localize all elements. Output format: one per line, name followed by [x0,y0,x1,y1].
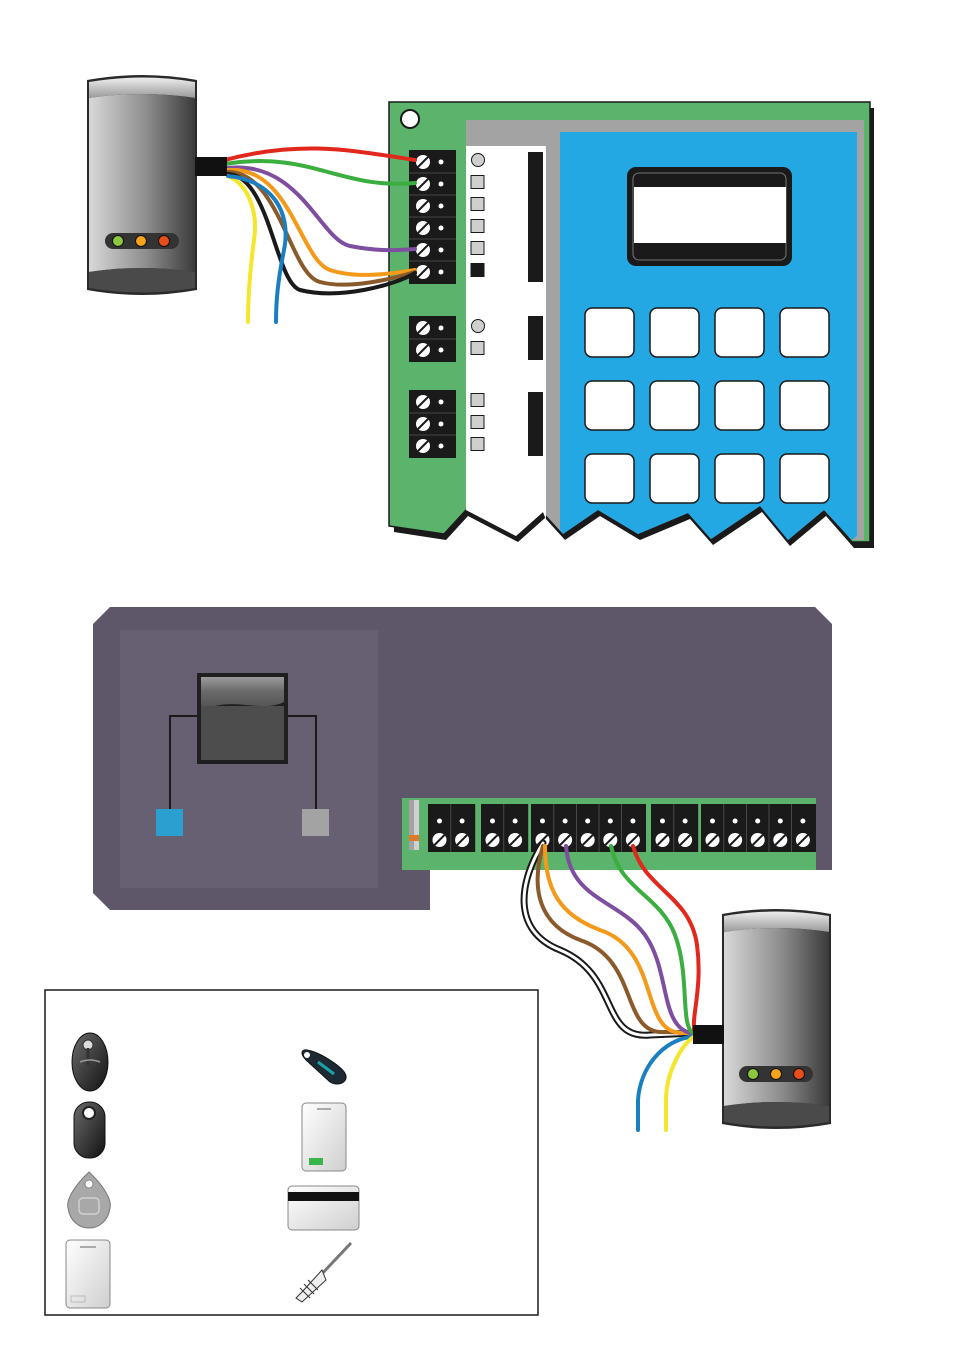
terminal-hole [660,819,665,824]
wire-red [633,846,699,1033]
terminal-hole [630,819,635,824]
keypad-key[interactable] [715,381,764,430]
terminal-hole [460,819,465,824]
bottom-terminal-blocks [428,804,816,852]
indicator-pad [471,176,484,189]
reader-cable-gland [195,157,227,176]
indicator-pad [471,438,484,451]
bottom-wires [524,843,699,1130]
wire-orange [545,846,695,1033]
keypad-key[interactable] [650,308,699,357]
legend-box [45,990,538,1315]
green-led [113,236,124,247]
terminal-hole [439,422,444,427]
keypad-key[interactable] [585,308,634,357]
terminal-hole [439,182,444,187]
terminal-hole [608,819,613,824]
terminal-hole [490,819,495,824]
header-bar-1 [528,152,543,282]
keypad-key[interactable] [650,381,699,430]
indicator-pad [471,264,484,277]
slim-fob-icon [74,1102,105,1158]
top-card-reader [87,75,227,295]
reader-cable-gland [693,1025,724,1044]
terminal-hole [439,326,444,331]
header-bar-3 [528,392,543,456]
terminal-hole [513,819,518,824]
terminal-hole [439,204,444,209]
lcd-screen [634,187,786,243]
terminal-hole [778,819,783,824]
keypad-key[interactable] [585,381,634,430]
bottom-card-reader [693,909,831,1129]
keypad-key[interactable] [780,308,829,357]
credentials-legend [45,990,538,1315]
terminal-hole [439,270,444,275]
terminal-hole [437,819,442,824]
top-wires [225,148,415,322]
terminal-hole [563,819,568,824]
red-led [794,1069,805,1080]
amber-led [136,236,147,247]
terminal-hole [800,819,805,824]
magstripe-card-icon [288,1186,359,1230]
keypad-key[interactable] [715,308,764,357]
bottom-controller [93,607,832,910]
keypad-key[interactable] [585,454,634,503]
terminal-hole [540,819,545,824]
terminal-hole [439,348,444,353]
blue-connector [156,809,183,836]
keypad-key[interactable] [715,454,764,503]
terminal-hole [755,819,760,824]
indicator-pad [471,342,484,355]
iso-card-icon [302,1103,346,1171]
top-board [389,102,874,548]
wire-purple [566,846,690,1033]
terminal-hole [710,819,715,824]
indicator-led [472,320,485,333]
clamshell-card-icon [66,1240,110,1308]
terminal-hole [439,160,444,165]
terminal-hole [439,400,444,405]
key-fob-dark-icon [72,1033,108,1091]
terminal-hole [439,444,444,449]
terminal-hole [439,226,444,231]
keypad-key[interactable] [780,381,829,430]
indicator-led [472,154,485,167]
keypad-key[interactable] [650,454,699,503]
amber-led [771,1069,782,1080]
terminal-hole [439,248,444,253]
wire-yellow [228,176,255,322]
keypad-key[interactable] [780,454,829,503]
indicator-pad [471,242,484,255]
wire-yellow [666,1036,695,1130]
indicator-pad [471,198,484,211]
indicator-pad [471,220,484,233]
terminal-hole [733,819,738,824]
red-led [159,236,170,247]
green-led [748,1069,759,1080]
mounting-hole [401,110,419,128]
indicator-pad [471,394,484,407]
wire-red [225,148,415,160]
grey-connector [302,809,329,836]
terminal-hole [683,819,688,824]
terminal-hole [585,819,590,824]
indicator-pad [471,416,484,429]
header-bar-2 [528,316,543,360]
